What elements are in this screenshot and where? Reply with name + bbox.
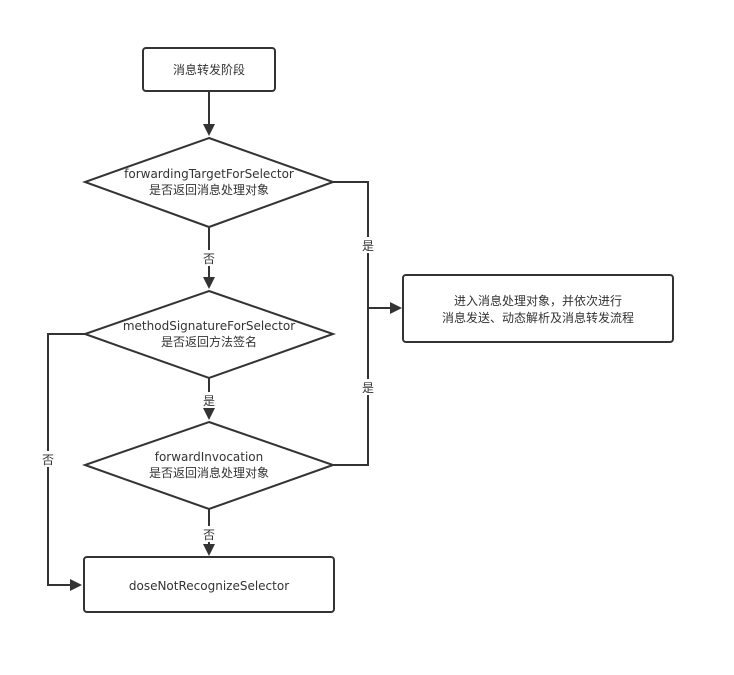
arrowhead-method-signature [203, 277, 215, 289]
edge-labels: 否 是 是 否 是 否 [40, 237, 376, 542]
edge-forward-invocation-to-process [333, 308, 369, 466]
forwarding-target-decision: forwardingTargetForSelector 是否返回消息处理对象 [82, 136, 336, 229]
process-object-node: 进入消息处理对象，并依次进行 消息发送、动态解析及消息转发流程 [402, 274, 674, 343]
process-object-label-line1: 进入消息处理对象，并依次进行 [454, 293, 622, 308]
method-signature-label-line1: methodSignatureForSelector [123, 319, 295, 333]
forward-invocation-label-line2: 是否返回消息处理对象 [149, 465, 269, 480]
forward-invocation-decision: forwardInvocation 是否返回消息处理对象 [81, 420, 337, 511]
method-signature-decision: methodSignatureForSelector 是否返回方法签名 [81, 289, 337, 380]
arrowhead-not-recognize-top [203, 544, 215, 556]
start-node-label: 消息转发阶段 [173, 62, 245, 77]
arrowhead-process [390, 302, 402, 314]
edge-label-invocation-yes: 是 [362, 381, 374, 395]
arrowhead-forward-invocation [203, 408, 215, 420]
edge-label-signature-no: 否 [42, 453, 54, 467]
not-recognize-node: doseNotRecognizeSelector [83, 556, 335, 613]
edge-label-forwarding-yes: 是 [362, 239, 374, 253]
forwarding-target-label-line1: forwardingTargetForSelector [124, 167, 294, 181]
edge-forwarding-target-to-process [333, 181, 369, 308]
arrowhead-forwarding-target [203, 124, 215, 136]
method-signature-label-line2: 是否返回方法签名 [161, 334, 257, 349]
edge-label-invocation-no: 否 [203, 528, 215, 542]
not-recognize-label: doseNotRecognizeSelector [129, 579, 289, 593]
process-object-label-line2: 消息发送、动态解析及消息转发流程 [442, 310, 634, 325]
forward-invocation-label-line1: forwardInvocation [155, 450, 264, 464]
forwarding-target-label-line2: 是否返回消息处理对象 [149, 182, 269, 197]
start-node: 消息转发阶段 [142, 47, 276, 92]
edge-label-signature-yes: 是 [203, 394, 215, 408]
arrowhead-not-recognize-left [70, 579, 82, 591]
edge-label-forwarding-no: 否 [203, 252, 215, 266]
